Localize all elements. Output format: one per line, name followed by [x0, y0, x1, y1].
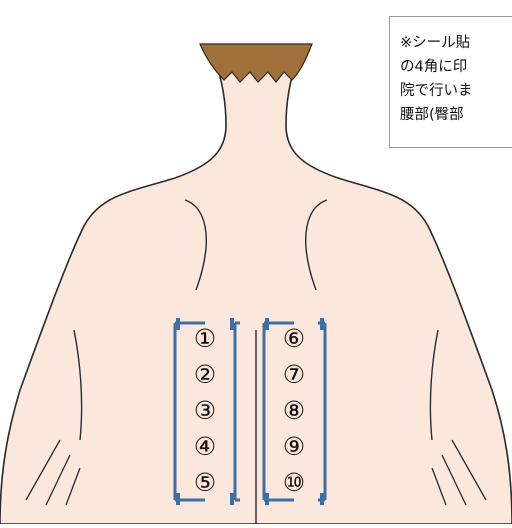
- marker-3: ③: [189, 395, 221, 427]
- marker-6: ⑥: [278, 323, 310, 355]
- marker-10: ⑩: [278, 467, 310, 499]
- marker-4: ④: [189, 431, 221, 463]
- marker-5: ⑤: [189, 467, 221, 499]
- marker-1: ①: [189, 323, 221, 355]
- note-line-3: 院で行いま: [400, 79, 512, 103]
- note-line-1: ※シール貼: [400, 31, 512, 55]
- note-line-2: の4角に印: [400, 55, 512, 79]
- note-line-4: 腰部(臀部: [400, 103, 512, 127]
- marker-9: ⑨: [278, 431, 310, 463]
- marker-7: ⑦: [278, 359, 310, 391]
- marker-8: ⑧: [278, 395, 310, 427]
- instruction-note: ※シール貼 の4角に印 院で行いま 腰部(臀部: [389, 16, 512, 148]
- hair: [200, 44, 312, 82]
- marker-2: ②: [189, 359, 221, 391]
